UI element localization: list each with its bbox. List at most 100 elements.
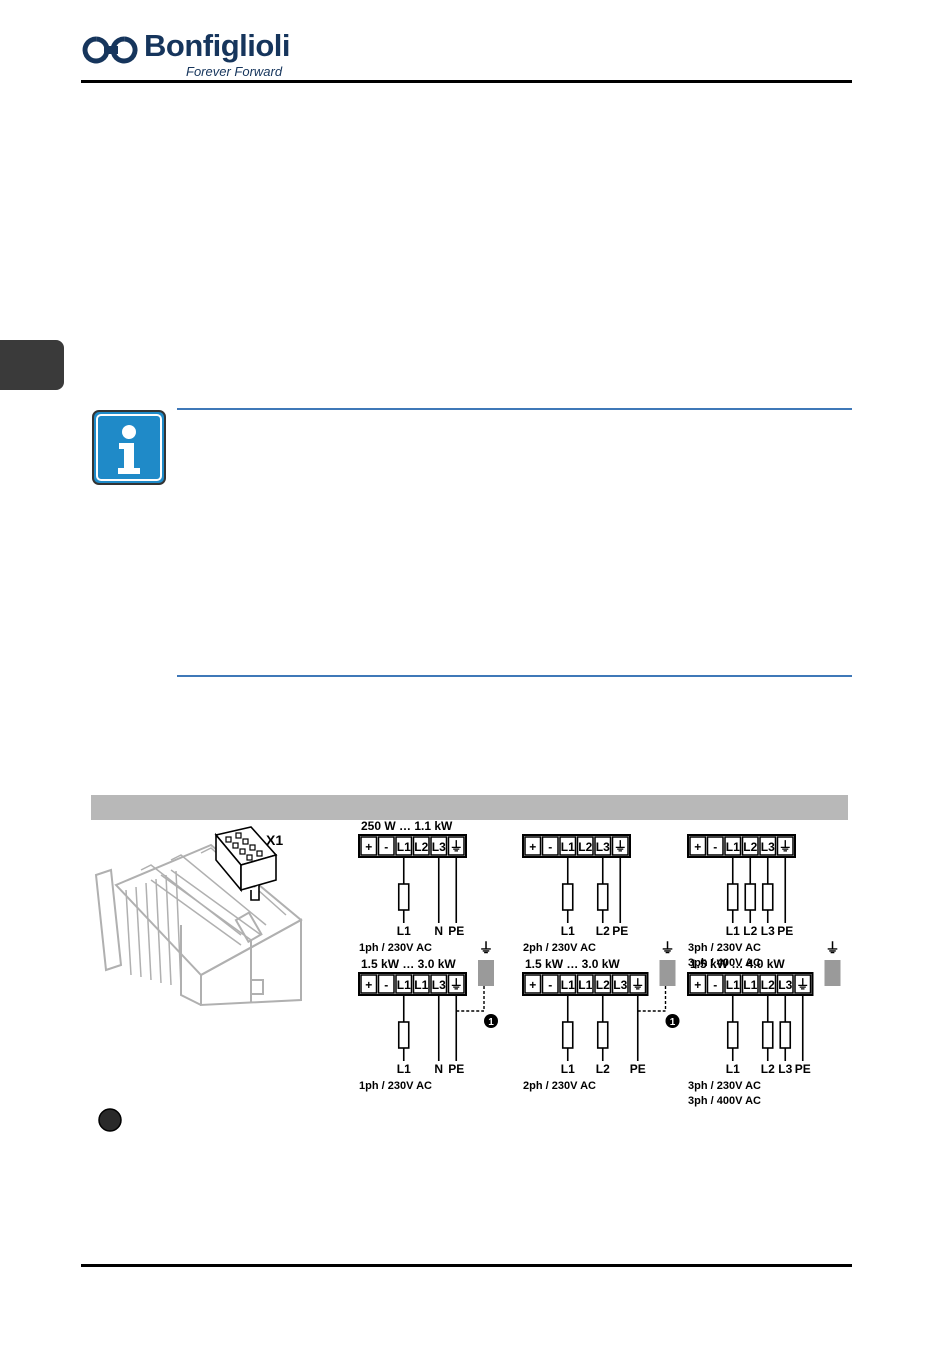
supply-label: 3ph / 400V AC [688,1095,761,1107]
terminal-label: + [694,978,701,992]
terminal-label: L3 [613,978,627,992]
supply-label: 1ph / 230V AC [359,1080,432,1092]
terminal-label: L3 [432,840,446,854]
terminal-cell [360,836,378,856]
conductor-label: L2 [596,1062,610,1076]
power-rating-label: 1.5 kW … 3.0 kW [361,957,456,971]
terminal-cell [629,974,647,994]
terminal-cell [559,836,577,856]
terminal-label: - [713,978,717,992]
callout-number: 1 [670,1017,676,1028]
terminal-cell [395,836,413,856]
supply-label: 3ph / 230V AC [688,1080,761,1092]
fuse-symbol [761,883,774,911]
info-box-bottom-rule [177,675,852,677]
terminal-cell [377,836,395,856]
conductor-label: L1 [726,924,740,938]
conductor-label: L2 [596,924,610,938]
fuse-symbol [744,883,757,911]
terminal-label: - [384,840,388,854]
terminal-label: L1 [561,840,575,854]
terminal-label: - [713,840,717,854]
fuse-symbol [726,883,739,911]
terminal-label: L1 [397,978,411,992]
terminal-cell [794,974,812,994]
terminal-cell [741,836,759,856]
terminal-cell [759,836,777,856]
conductor-label: L2 [761,1062,775,1076]
conductor-label: L2 [743,924,757,938]
callout-number: 1 [488,1017,494,1028]
conductor-label: PE [630,1062,646,1076]
conductor-label: L1 [397,1062,411,1076]
terminal-label: + [365,840,372,854]
conductor-label: N [434,924,443,938]
terminal-label: L2 [743,840,757,854]
terminal-cell [724,836,742,856]
terminal-cell [541,974,559,994]
callout-marker [484,1014,498,1028]
terminal-label: L2 [578,840,592,854]
callout-bullet-icon [98,1108,122,1132]
terminal-cell [724,974,742,994]
terminal-cell [377,974,395,994]
conductor-label: L1 [561,1062,575,1076]
terminal-cell [706,974,724,994]
terminal-cell [741,974,759,994]
terminal-cell [689,836,707,856]
terminal-label: L3 [778,978,792,992]
earth-bar [659,960,676,986]
earth-symbol-icon: ⏚ [479,940,493,956]
chapter-side-tab [0,340,64,390]
fuse-symbol [596,1021,609,1049]
terminal-label: L3 [596,840,610,854]
terminal-label: + [694,840,701,854]
header-rule [81,80,852,83]
terminal-label: L1 [578,978,592,992]
conductor-label: PE [612,924,628,938]
conductor-label: L1 [397,924,411,938]
fuse-symbol [779,1021,792,1049]
terminal-cell [412,974,430,994]
terminal-label: L1 [726,840,740,854]
terminal-label: ⏚ [614,839,627,854]
terminal-cell [412,836,430,856]
terminal-cell [776,836,794,856]
terminal-label: L2 [596,978,610,992]
supply-label: 3ph / 400V AC [688,957,761,969]
terminal-cell [524,974,542,994]
terminal-label: - [384,978,388,992]
bonfiglioli-logo-mark-icon [82,36,138,64]
x1-connector-drawing [214,826,278,901]
terminal-label: ⏚ [796,977,809,992]
supply-label: 2ph / 230V AC [523,942,596,954]
conductor-label: L1 [726,1062,740,1076]
terminal-cell [611,974,629,994]
power-rating-label: 1.5 kW … 4.0 kW [690,957,785,971]
fuse-symbol [397,1021,410,1049]
terminal-label: L2 [414,840,428,854]
earth-symbol-icon: ⏚ [661,940,675,956]
terminal-cell [594,836,612,856]
fuse-symbol [561,883,574,911]
terminal-cell [759,974,777,994]
terminal-label: L1 [561,978,575,992]
terminal-label: L1 [726,978,740,992]
terminal-label: - [548,978,552,992]
conductor-label: PE [448,924,464,938]
terminal-label: L2 [761,978,775,992]
terminal-label: - [548,840,552,854]
terminal-label: ⏚ [631,977,644,992]
terminal-label: + [529,978,536,992]
supply-label: 1ph / 230V AC [359,942,432,954]
terminal-cell [594,974,612,994]
conductor-label: PE [795,1062,811,1076]
terminal-cell [576,836,594,856]
fuse-symbol [397,883,410,911]
conductor-label: N [434,1062,443,1076]
terminal-label: + [529,840,536,854]
